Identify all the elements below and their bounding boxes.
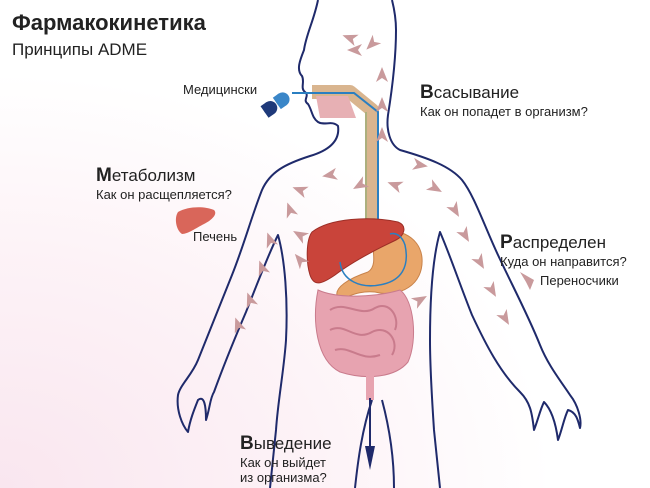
leg-divide [354, 399, 395, 488]
flow-arrow-icon [293, 231, 310, 244]
absorption-question: Как он попадет в организм? [420, 104, 588, 119]
flow-arrow-icon [353, 176, 370, 189]
flow-arrow-icon [286, 202, 299, 219]
throat-pink [316, 96, 356, 118]
metabolism-section: Метаболизм Как он расщепляется? [96, 165, 232, 202]
excretion-section: Выведение Как он выйдет из организма? [240, 433, 332, 485]
flow-arrow-icon [446, 200, 459, 217]
liver [306, 218, 405, 284]
drugs-label: Медицински [183, 82, 258, 97]
flow-arrow-icon [376, 127, 388, 142]
carrier-arrow-icon [520, 272, 534, 290]
absorption-section: Всасывание Как он попадет в организм? [420, 82, 588, 119]
distribution-section: Распределен Куда он направится? [500, 232, 627, 269]
flow-arrow-icon [483, 280, 496, 297]
metabolism-heading: етаболизм [111, 166, 196, 185]
excretion-heading: ыведение [253, 434, 332, 453]
body-outline [176, 0, 582, 488]
flow-arrow-icon [471, 252, 484, 269]
vessel-line [292, 92, 379, 240]
distribution-initial: Р [500, 232, 513, 253]
flow-arrows [234, 34, 509, 334]
pill-icon [260, 92, 290, 118]
flow-arrow-icon [376, 67, 388, 82]
page-subtitle: Принципы ADME [12, 40, 148, 59]
excretion-question-line2: из организма? [240, 470, 327, 485]
flow-arrow-icon [376, 97, 388, 112]
flow-arrow-icon [387, 181, 404, 194]
flow-arrow-icon [496, 308, 509, 325]
intestines [315, 289, 415, 400]
flow-arrow-icon [322, 167, 338, 180]
flow-arrow-icon [425, 179, 442, 192]
flow-arrow-icon [342, 34, 359, 47]
stomach [336, 229, 423, 299]
flow-arrow-icon [258, 260, 271, 277]
absorption-initial: В [420, 82, 434, 103]
flow-arrow-icon [412, 157, 428, 170]
flow-arrow-icon [234, 317, 247, 334]
absorption-heading: сасывание [433, 83, 520, 102]
flow-arrow-icon [266, 232, 279, 249]
distribution-question: Куда он направится? [500, 254, 627, 269]
flow-arrow-icon [410, 296, 427, 309]
liver-label: Печень [193, 229, 238, 244]
flow-arrow-icon [292, 186, 309, 199]
carriers-label: Переносчики [540, 273, 619, 288]
metabolism-question: Как он расщепляется? [96, 187, 232, 202]
distribution-heading: аспределен [512, 233, 606, 252]
page-title: Фармакокинетика [12, 10, 206, 35]
flow-arrow-icon [347, 44, 362, 56]
excretion-initial: В [240, 433, 254, 454]
flow-arrow-icon [294, 253, 310, 270]
liver-icon [175, 207, 216, 234]
bile-duct [339, 232, 407, 287]
flow-arrow-icon [246, 292, 259, 309]
excretion-question-line1: Как он выйдет [240, 455, 326, 470]
metabolism-initial: М [96, 165, 112, 186]
flow-arrow-icon [366, 34, 382, 50]
flow-arrow-icon [456, 225, 469, 242]
excretion-arrow-icon [365, 446, 375, 470]
